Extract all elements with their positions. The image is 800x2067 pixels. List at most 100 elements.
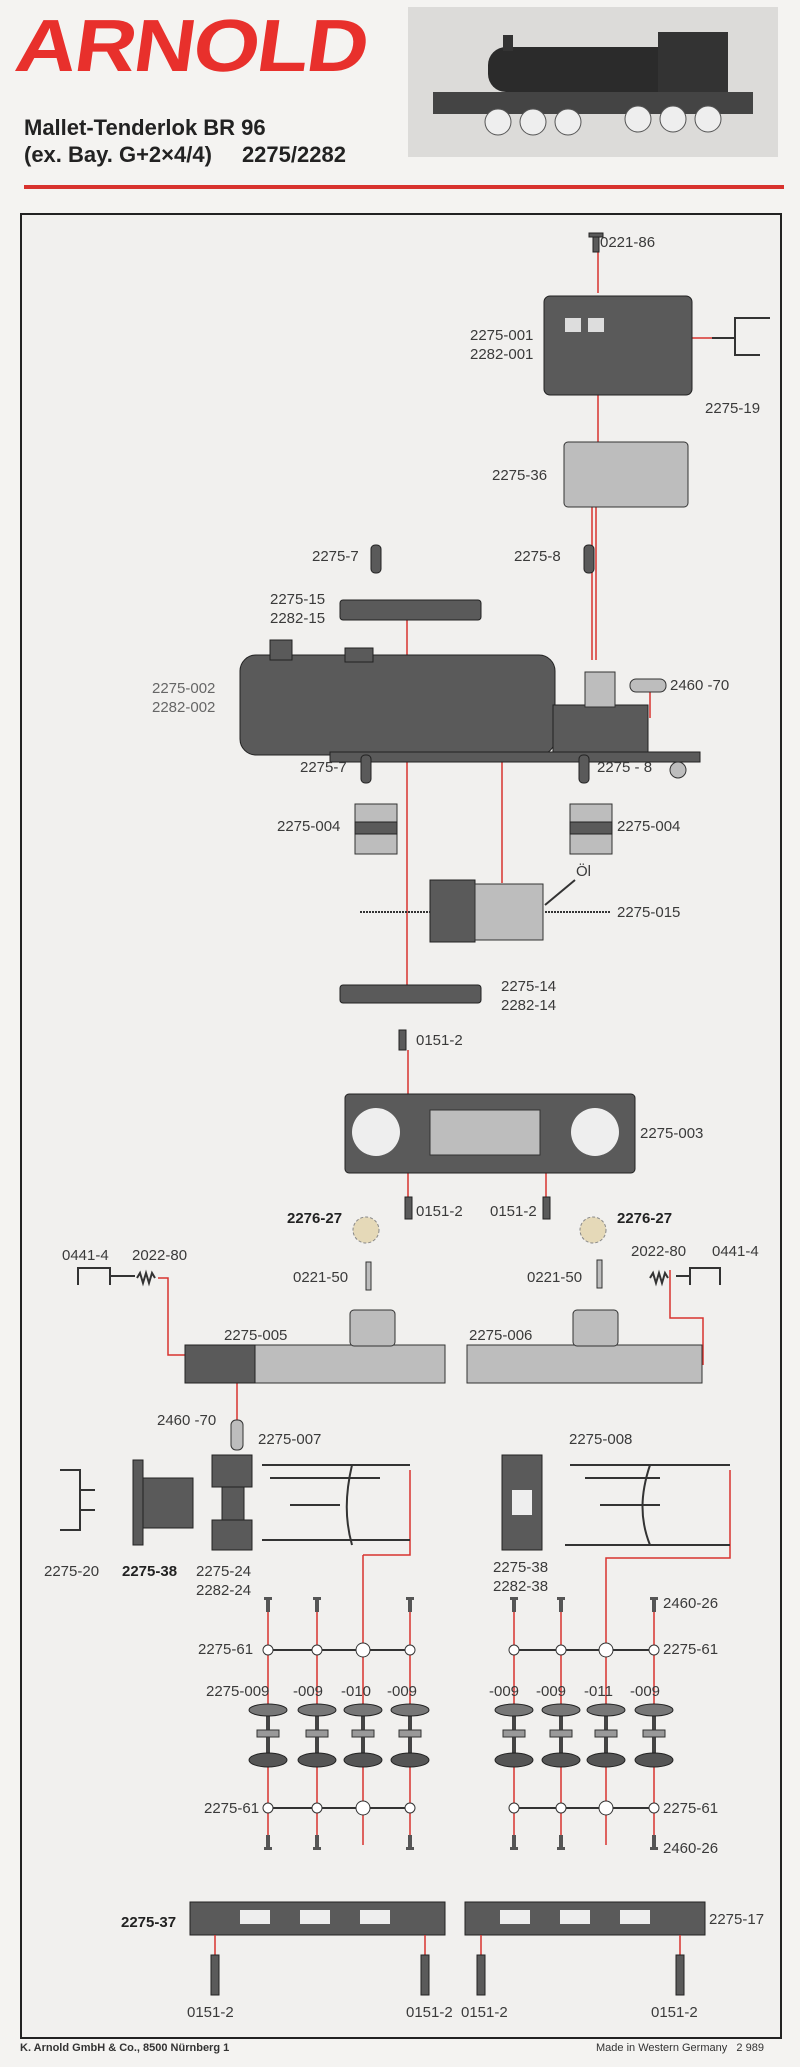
label-0221-50-left: 0221-50: [293, 1269, 349, 1286]
label-0221-50-right: 0221-50: [527, 1269, 583, 1286]
label-2460-70-lower: 2460 -70: [157, 1412, 217, 1429]
label-line: 2282-24: [196, 1582, 252, 1599]
gear-2276-27-right-icon: [579, 1216, 607, 1244]
label-wheelset-009: -009: [387, 1683, 418, 1700]
wheelset-icon: [390, 1703, 430, 1768]
footer-made-in: Made in Western Germany 2 989: [596, 2042, 764, 2054]
label-2022-80-left: 2022-80: [132, 1247, 188, 1264]
title-line-1: Mallet-Tenderlok BR 96: [24, 115, 266, 140]
label-0151-2: 0151-2: [490, 1203, 537, 1220]
wheelset-icon: [248, 1703, 288, 1768]
bulb-2460-70-part: [629, 678, 667, 693]
label-line: 2282-002: [152, 699, 216, 716]
label-2275-36: 2275-36: [492, 467, 548, 484]
label-2275-38-right: 2275-38 2282-38: [493, 1558, 548, 1596]
label-line: 2275-002: [152, 680, 216, 697]
label-2275-004-right: 2275-004: [617, 818, 681, 835]
cab-body-part: [543, 295, 693, 396]
label-0151-2: 0151-2: [651, 2004, 698, 2021]
label-oil: Öl: [576, 863, 591, 880]
label-line: 2282-001: [470, 346, 534, 363]
label-2275-015: 2275-015: [617, 904, 681, 921]
label-0151-2: 0151-2: [406, 2004, 453, 2021]
label-0151-2: 0151-2: [461, 2004, 508, 2021]
bracket-2275-20-icon: [60, 1469, 95, 1531]
contact-2275-7-part: [370, 544, 382, 574]
label-2275-61-right: 2275-61: [663, 1641, 719, 1658]
label-line: 2282-38: [493, 1578, 549, 1595]
brake-bar-joints: [262, 1642, 660, 1816]
label-2275-24: 2275-24 2282-24: [196, 1562, 251, 1600]
label-2275-004-left: 2275-004: [277, 818, 341, 835]
label-line: 2275-14: [501, 978, 557, 995]
label-2275-7-lower: 2275-7: [300, 759, 347, 776]
bulb-2460-70-lower-part: [230, 1419, 244, 1451]
screw-0151-2-icon: [398, 1029, 407, 1051]
linkage-2275-007-icon: [262, 1464, 410, 1546]
label-wheelset-009: -009: [293, 1683, 324, 1700]
pin-0221-50-left-icon: [365, 1261, 372, 1291]
label-2275-003: 2275-003: [640, 1125, 704, 1142]
label-2460-26-lower: 2460-26: [663, 1840, 719, 1857]
label-2275-38: 2275-38: [122, 1563, 178, 1580]
label-2275-14: 2275-14 2282-14: [501, 977, 556, 1015]
spring-2022-80-right-icon: [649, 1269, 669, 1287]
screw-0151-2-icon: [542, 1196, 551, 1220]
gear-2276-27-left-icon: [352, 1216, 380, 1244]
title-line-2: (ex. Bay. G+2×4/4)2275/2282: [24, 141, 346, 168]
label-2275-7: 2275-7: [312, 548, 359, 565]
label-wheelset-009: -009: [630, 1683, 661, 1700]
footer-company: K. Arnold GmbH & Co., 8500 Nürnberg 1: [20, 2042, 230, 2054]
label-2275-8-lower: 2275 - 8: [597, 759, 653, 776]
label-2276-27-right: 2276-27: [617, 1210, 673, 1227]
title-subtitle: (ex. Bay. G+2×4/4): [24, 142, 212, 167]
label-line: 2275-38: [493, 1559, 549, 1576]
label-2275-61-lower-right: 2275-61: [663, 1800, 719, 1817]
chassis-2275-005-part: [184, 1309, 446, 1384]
locomotive-photo: [408, 7, 778, 157]
coupler-0441-4-right-icon: [676, 1267, 721, 1285]
page-title: Mallet-Tenderlok BR 96 (ex. Bay. G+2×4/4…: [24, 114, 346, 168]
linkage-2275-008-icon: [565, 1464, 730, 1546]
label-line: 2275-24: [196, 1563, 252, 1580]
label-2275-37: 2275-37: [121, 1914, 177, 1931]
weight-2275-004-left-part: [354, 803, 398, 855]
label-0441-4-left: 0441-4: [62, 1247, 109, 1264]
wheelset-icon: [297, 1703, 337, 1768]
label-wheelset-009: -009: [489, 1683, 520, 1700]
screw-icon: [264, 1597, 272, 1850]
label-2275-19: 2275-19: [705, 400, 761, 417]
label-2460-26: 2460-26: [663, 1595, 719, 1612]
boiler-body-part: [239, 639, 701, 779]
wheelset-icon: [586, 1703, 626, 1768]
wheelset-icon: [541, 1703, 581, 1768]
label-2275-8: 2275-8: [514, 548, 561, 565]
label-line: 2275-15: [270, 591, 326, 608]
screw-icon: [313, 1597, 321, 1850]
label-2275-005: 2275-005: [224, 1327, 288, 1344]
label-wheelset-011: -011: [584, 1683, 613, 1700]
label-2275-008: 2275-008: [569, 1431, 633, 1448]
label-wheelset-010: -010: [341, 1683, 372, 1700]
label-line: 2282-14: [501, 997, 557, 1014]
screw-0221-86-icon: [588, 232, 604, 253]
label-line: 2282-15: [270, 610, 326, 627]
label-2275-002: 2275-002 2282-002: [152, 679, 215, 717]
contact-2275-7-lower-part: [360, 754, 372, 784]
label-0151-2: 0151-2: [187, 2004, 234, 2021]
label-0221-86: 0221-86: [600, 234, 656, 251]
label-2275-006: 2275-006: [469, 1327, 533, 1344]
chassis-2275-006-part: [466, 1309, 703, 1384]
weight-2275-36-part: [563, 441, 689, 508]
label-2276-27-left: 2276-27: [287, 1210, 343, 1227]
label-2275-20: 2275-20: [44, 1563, 100, 1580]
wheelset-icon: [343, 1703, 383, 1768]
wheelset-icon: [494, 1703, 534, 1768]
contact-2275-8-lower-part: [578, 754, 590, 784]
label-2275-17: 2275-17: [709, 1911, 765, 1928]
screws-2460-26: [264, 1597, 658, 1850]
weight-2275-004-right-part: [569, 803, 613, 855]
label-2022-80-right: 2022-80: [631, 1243, 687, 1260]
